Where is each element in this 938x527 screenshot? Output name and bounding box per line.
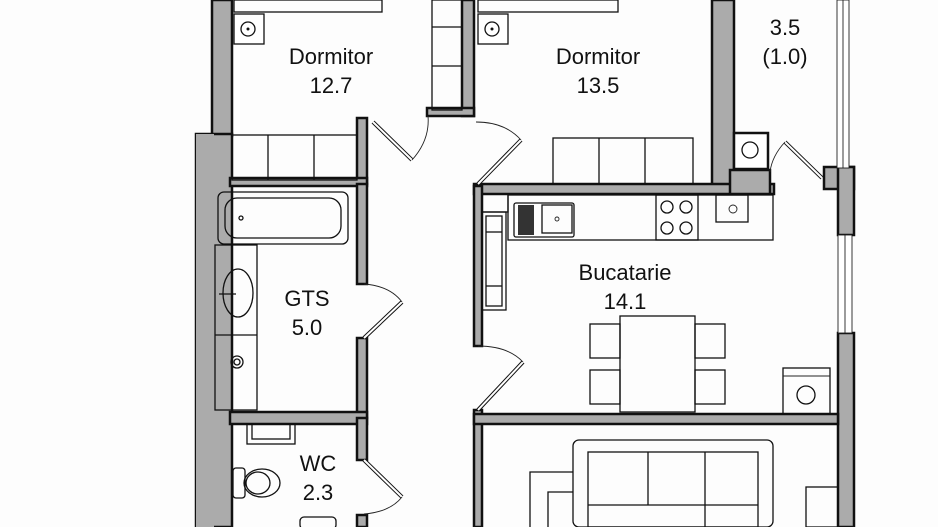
bathroom-fixtures — [214, 191, 349, 411]
room-name: WC — [299, 451, 337, 476]
room-name: Dormitor — [288, 44, 374, 69]
room-name: GTS — [284, 286, 330, 311]
room-area: 12.7 — [309, 73, 353, 98]
windows — [836, 0, 853, 334]
room-area: 5.0 — [291, 315, 323, 340]
bedroom-2-furniture — [477, 0, 770, 185]
room-area: 14.1 — [603, 289, 647, 314]
room-label-bedroom-2: Dormitor 13.5 — [556, 42, 640, 100]
room-label-bedroom-1: Dormitor 12.7 — [289, 42, 373, 100]
wc-fixtures — [232, 423, 337, 527]
room-label-bathroom: GTS 5.0 — [284, 284, 329, 342]
room-area: 13.5 — [576, 73, 620, 98]
living-room-furniture — [529, 439, 839, 527]
room-name: Dormitor — [555, 44, 641, 69]
room-sub-area: (1.0) — [762, 44, 808, 69]
room-label-kitchen: Bucatarie 14.1 — [579, 258, 672, 316]
bedroom-1-furniture — [231, 0, 463, 181]
room-area: 2.3 — [302, 480, 334, 505]
kitchen-fixtures — [481, 193, 831, 415]
room-label-balcony: 3.5 (1.0) — [762, 13, 807, 71]
room-label-wc: WC 2.3 — [300, 449, 337, 507]
doors — [362, 115, 824, 515]
room-name: Bucatarie — [578, 260, 672, 285]
room-area: 3.5 — [769, 15, 801, 40]
